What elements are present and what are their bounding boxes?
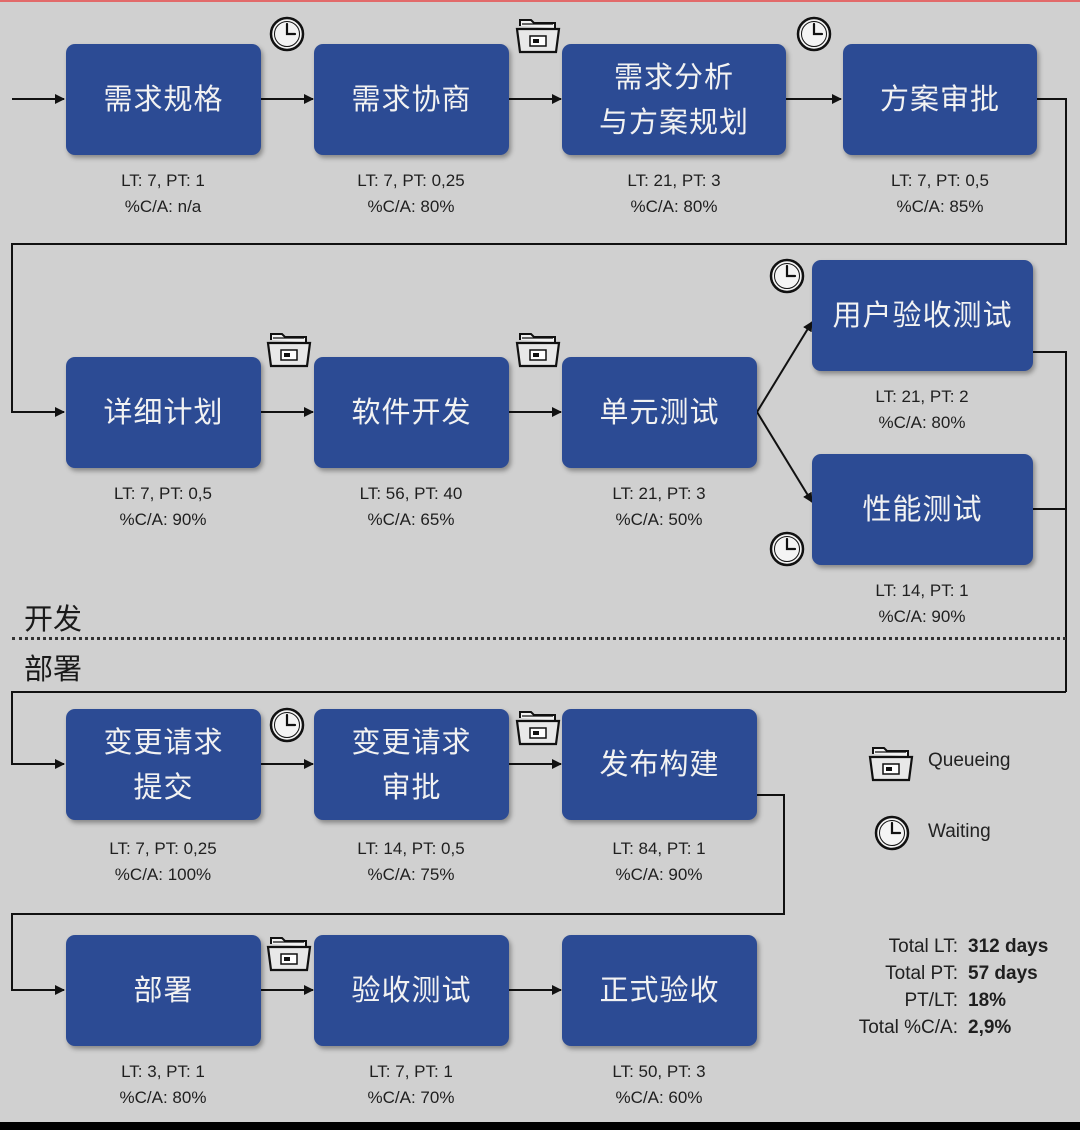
lt-pt: LT: 7, PT: 0,5 [891,171,989,190]
phase-divider [12,637,1066,640]
folder-tray-icon [266,333,312,368]
ca: %C/A: 90% [615,865,703,884]
arrow-s7-s8 [756,321,813,413]
lt-pt: LT: 14, PT: 1 [875,581,969,600]
lt-pt: LT: 7, PT: 0,25 [109,839,217,858]
summary-key: PT/LT: [904,990,959,1011]
process-box-s3: 需求分析 与方案规划 [562,44,786,155]
process-box-s14: 验收测试 [314,935,509,1046]
process-box-s12: 发布构建 [562,709,757,820]
legend-waiting-label: Waiting [928,821,991,842]
clock-icon [796,16,832,52]
process-box-s15: 正式验收 [562,935,757,1046]
process-box-s7: 单元测试 [562,357,757,468]
summary-value: 18% [968,990,1007,1011]
lt-pt: LT: 84, PT: 1 [612,839,706,858]
ca: %C/A: n/a [124,197,202,216]
metrics-s2: LT: 7, PT: 0,25 %C/A: 80% [311,168,511,220]
ca: %C/A: 90% [119,510,207,529]
connector-s8-merge [1033,351,1067,692]
process-box-s4: 方案审批 [843,44,1037,155]
clock-icon [269,16,305,52]
connector-s12-s13 [11,794,785,995]
lt-pt: LT: 21, PT: 3 [627,171,721,190]
connector-s4-s5 [11,98,1067,417]
phase-label-dev: 开发 [24,602,83,636]
clock-icon [769,531,805,567]
ca: %C/A: 100% [114,865,212,884]
metrics-s12: LT: 84, PT: 1 %C/A: 90% [559,836,759,888]
ca: %C/A: 80% [119,1088,207,1107]
metrics-s7: LT: 21, PT: 3 %C/A: 50% [559,481,759,533]
phase-label-deploy: 部署 [24,652,83,686]
lt-pt: LT: 7, PT: 0,25 [357,171,465,190]
ca: %C/A: 80% [878,413,966,432]
ca: %C/A: 80% [367,197,455,216]
folder-tray-icon [266,937,312,972]
metrics-s10: LT: 7, PT: 0,25 %C/A: 100% [63,836,263,888]
process-box-s2: 需求协商 [314,44,509,155]
lt-pt: LT: 56, PT: 40 [359,484,463,503]
process-box-s10: 变更请求 提交 [66,709,261,820]
ca: %C/A: 85% [896,197,984,216]
ca: %C/A: 60% [615,1088,703,1107]
summary-key: Total %C/A: [858,1017,958,1038]
process-box-s11: 变更请求 审批 [314,709,509,820]
ca: %C/A: 75% [367,865,455,884]
clock-icon [769,258,805,294]
lt-pt: LT: 7, PT: 1 [369,1062,453,1081]
summary-value: 312 days [968,936,1049,957]
ca: %C/A: 70% [367,1088,455,1107]
metrics-s9: LT: 14, PT: 1 %C/A: 90% [822,578,1022,630]
clock-icon [874,815,910,851]
process-box-s5: 详细计划 [66,357,261,468]
legend-queueing-label: Queueing [928,750,1011,771]
summary-table: Total LT: 312 days Total PT: 57 days PT/LT… [818,936,1078,1046]
connector-to-s10 [11,691,1066,769]
process-box-s6: 软件开发 [314,357,509,468]
ca: %C/A: 80% [630,197,718,216]
summary-value: 57 days [968,963,1038,984]
metrics-s5: LT: 7, PT: 0,5 %C/A: 90% [63,481,263,533]
lt-pt: LT: 7, PT: 0,5 [114,484,212,503]
metrics-s11: LT: 14, PT: 0,5 %C/A: 75% [311,836,511,888]
process-box-s1: 需求规格 [66,44,261,155]
metrics-s14: LT: 7, PT: 1 %C/A: 70% [311,1059,511,1111]
metrics-s1: LT: 7, PT: 1 %C/A: n/a [63,168,263,220]
lt-pt: LT: 14, PT: 0,5 [357,839,465,858]
folder-tray-icon [515,19,561,54]
lt-pt: LT: 3, PT: 1 [121,1062,205,1081]
metrics-s3: LT: 21, PT: 3 %C/A: 80% [574,168,774,220]
arrow-s7-s9 [756,411,813,503]
metrics-s6: LT: 56, PT: 40 %C/A: 65% [311,481,511,533]
metrics-s13: LT: 3, PT: 1 %C/A: 80% [63,1059,263,1111]
lt-pt: LT: 21, PT: 3 [612,484,706,503]
folder-tray-icon [868,747,914,782]
process-box-s13: 部署 [66,935,261,1046]
lt-pt: LT: 7, PT: 1 [121,171,205,190]
process-box-s9: 性能测试 [812,454,1033,565]
ca: %C/A: 65% [367,510,455,529]
metrics-s8: LT: 21, PT: 2 %C/A: 80% [822,384,1022,436]
lt-pt: LT: 21, PT: 2 [875,387,969,406]
metrics-s15: LT: 50, PT: 3 %C/A: 60% [559,1059,759,1111]
ca: %C/A: 90% [878,607,966,626]
summary-key: Total LT: [888,936,958,957]
summary-key: Total PT: [885,963,958,984]
metrics-s4: LT: 7, PT: 0,5 %C/A: 85% [840,168,1040,220]
ca: %C/A: 50% [615,510,703,529]
summary-value: 2,9% [968,1017,1012,1038]
folder-tray-icon [515,333,561,368]
folder-tray-icon [515,711,561,746]
clock-icon [269,707,305,743]
process-box-s8: 用户验收测试 [812,260,1033,371]
lt-pt: LT: 50, PT: 3 [612,1062,706,1081]
